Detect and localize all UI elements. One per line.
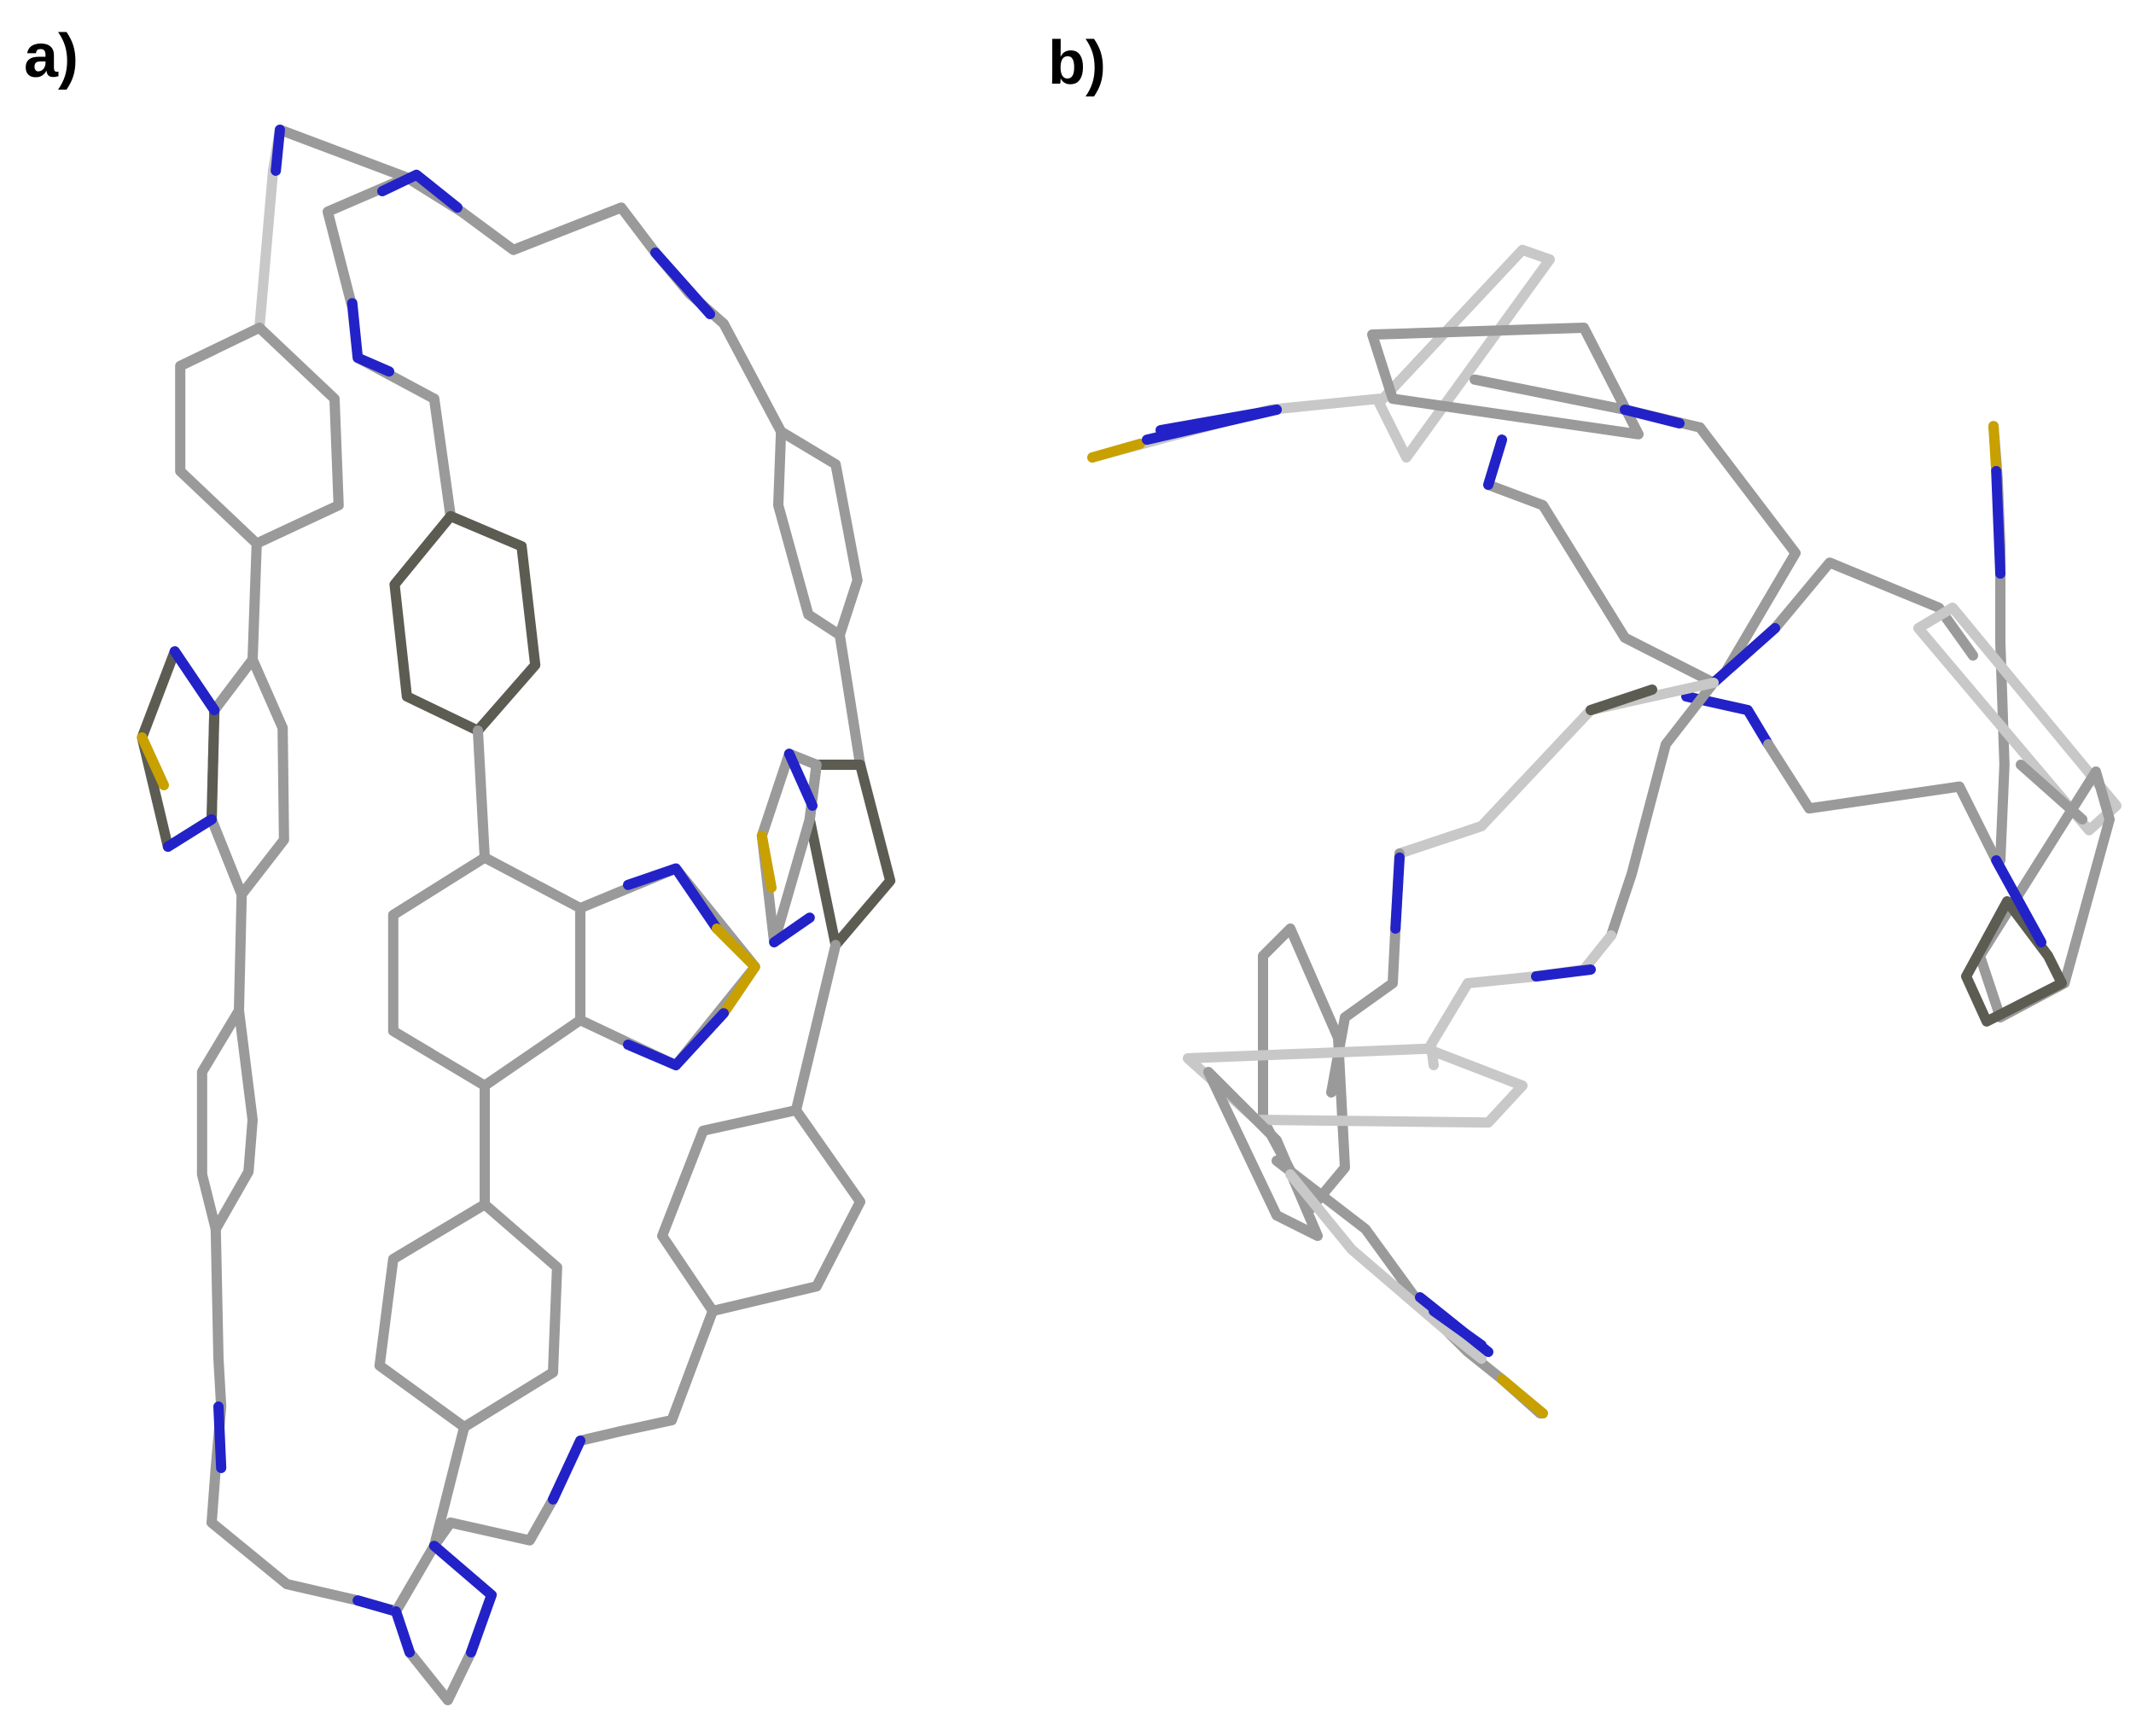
- lower-ring: [1183, 1043, 1528, 1128]
- benzene-ring: [374, 1199, 562, 1432]
- nitrogen-bond: [1991, 466, 2005, 579]
- nitrogen-bond: [346, 298, 394, 377]
- sulfur-bond: [1497, 1374, 1548, 1419]
- nitrogen-bond: [1531, 964, 1596, 982]
- lower-chain-bond: [1425, 930, 1616, 1070]
- nitrogen-bond: [1681, 691, 1773, 749]
- benzothiadiazole-ring: [207, 654, 289, 900]
- inner-linker-bond: [323, 172, 456, 521]
- nitrogen-bond: [428, 1541, 497, 1657]
- benzene-ring: [175, 323, 344, 549]
- nitrogen-bond: [213, 1401, 227, 1473]
- lower-ring: [1203, 1067, 1323, 1241]
- nitrogen-bond: [162, 814, 217, 852]
- nitrogen-bond: [650, 248, 715, 319]
- right-arm-bond: [2016, 760, 2087, 824]
- nitrogen-bond: [377, 169, 463, 213]
- central-chain-bond: [1763, 739, 2002, 865]
- nitrogen-bond: [169, 646, 220, 715]
- right-ring: [1975, 766, 2115, 1022]
- benzene-ring: [389, 510, 541, 736]
- benzene-ring: [657, 1104, 865, 1316]
- ring-link-bond: [428, 1422, 469, 1552]
- sulfur-bond: [712, 923, 760, 1019]
- ring-link-bond: [473, 725, 490, 863]
- central-thiadiazole: [575, 863, 760, 1070]
- panel-a-structure: [137, 125, 896, 1705]
- central-chain-bond: [1394, 678, 1719, 859]
- sulfur-bond: [137, 732, 169, 790]
- nitrogen-bond: [352, 1595, 401, 1617]
- bottom-left-chain-bond: [207, 1224, 401, 1617]
- ring-link-bond: [234, 889, 247, 1016]
- central-ring: [387, 852, 585, 1091]
- sulfur-bond: [1988, 421, 2002, 476]
- central-chain-bond: [1606, 678, 1719, 941]
- nitrogen-bond: [1708, 623, 1780, 688]
- benzene-ring: [773, 426, 863, 640]
- nitrogen-bond: [1620, 405, 1685, 428]
- sulfur-bond: [1087, 439, 1145, 463]
- nitrogen-bond: [391, 1606, 415, 1657]
- top-ring: [1367, 323, 1644, 440]
- top-ring: [1374, 244, 1555, 463]
- benzothiadiazole-ring: [804, 760, 896, 951]
- nitrogen-bond: [769, 912, 815, 947]
- panel-b-structure: [1087, 244, 2122, 1419]
- nitrogen-bond: [623, 863, 722, 934]
- top-chain-bond: [1695, 422, 1801, 674]
- right-ring: [1913, 603, 2122, 836]
- nitrogen-bond: [548, 1436, 585, 1505]
- lower-arm-bond: [1285, 1169, 1487, 1364]
- panel-label-b: b): [1048, 29, 1106, 97]
- nitrogen-bond: [1155, 405, 1282, 435]
- top-chain-bond: [1483, 434, 1719, 688]
- top-bridge-bond: [275, 125, 787, 437]
- ring-link-bond: [247, 538, 262, 665]
- sulfur-bond: [756, 830, 777, 893]
- ring-link-bond: [835, 630, 865, 770]
- central-chain-bond: [1586, 684, 1657, 715]
- panel-label-a: a): [24, 22, 79, 90]
- nitrogen-bond: [1991, 855, 2046, 947]
- nitrogen-bond: [783, 749, 818, 811]
- ring-link-bond: [428, 393, 456, 521]
- ring-link-bond: [790, 940, 841, 1116]
- nitrogen-bond: [623, 1008, 729, 1070]
- nitrogen-bond: [1429, 1306, 1487, 1350]
- benzene-ring: [196, 1005, 258, 1234]
- nitrogen-bond: [271, 125, 285, 176]
- bottom-right-chain-bond: [428, 1306, 719, 1552]
- nitrogen-bond: [1390, 852, 1405, 934]
- right-ring: [1961, 896, 2067, 1027]
- nitrogen-bond: [1483, 434, 1507, 490]
